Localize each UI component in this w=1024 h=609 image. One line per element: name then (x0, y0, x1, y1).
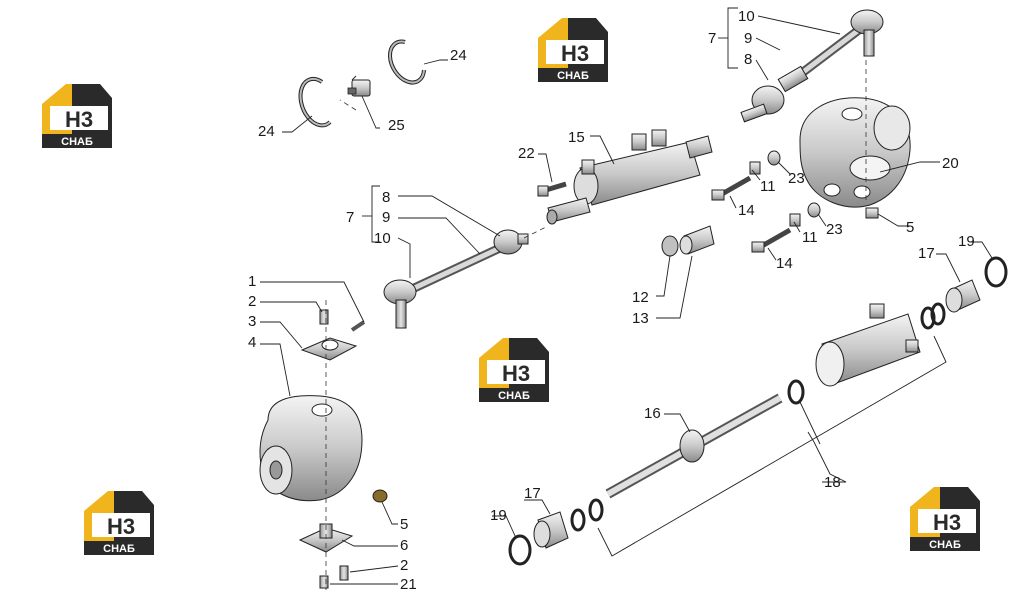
label-22: 22 (518, 145, 535, 162)
part-nut-11-lower (789, 213, 801, 227)
logo-top-left: H3 СНАБ (42, 84, 112, 148)
label-7-left: 7 (346, 209, 354, 226)
part-steering-knuckle-4 (259, 395, 363, 502)
centerline-fitting (339, 99, 357, 111)
logo-main-text: H3 (107, 514, 135, 539)
label-19-right: 19 (958, 233, 975, 250)
part-snap-ring-24-left (298, 76, 332, 128)
label-23-lower: 23 (826, 221, 843, 238)
label-5-upper: 5 (906, 219, 914, 236)
part-o-ring-19 (508, 256, 1008, 566)
logo-sub-text: СНАБ (103, 543, 135, 555)
label-6: 6 (400, 537, 408, 554)
part-nut-5-upper (865, 207, 879, 219)
leader-lines (260, 7, 993, 585)
label-1: 1 (248, 273, 256, 290)
part-bolt-14-upper (711, 175, 752, 201)
label-15: 15 (568, 129, 585, 146)
label-10-left: 10 (374, 230, 391, 247)
label-11-upper: 11 (760, 178, 776, 195)
part-piston-rod-16 (605, 393, 783, 499)
part-bolt-22 (537, 181, 567, 197)
label-8-top: 8 (744, 51, 752, 68)
label-10-top: 10 (738, 8, 755, 25)
logo-top-center: H3 СНАБ (538, 18, 608, 82)
logo-sub-text: СНАБ (557, 70, 589, 82)
label-18: 18 (824, 474, 841, 491)
label-24-right: 24 (450, 47, 467, 64)
label-17-right: 17 (918, 245, 935, 262)
logo-main-text: H3 (561, 41, 589, 66)
label-5-lower: 5 (400, 516, 408, 533)
label-21: 21 (400, 576, 417, 593)
logo-main-text: H3 (65, 107, 93, 132)
label-8-left: 8 (382, 189, 390, 206)
logo-bottom-right: H3 СНАБ (910, 487, 980, 551)
logo-sub-text: СНАБ (498, 390, 530, 402)
part-nut-11-upper (749, 161, 761, 175)
part-fitting-1 (350, 320, 366, 332)
label-25: 25 (388, 117, 405, 134)
part-screw-2-upper (319, 309, 329, 325)
logo-sub-text: СНАБ (61, 136, 93, 148)
label-13: 13 (632, 310, 649, 327)
part-screw-21 (319, 575, 329, 589)
part-bushing-12-13 (661, 225, 715, 257)
label-14-upper: 14 (738, 202, 755, 219)
label-19-left: 19 (490, 507, 507, 524)
part-tie-rod-left (383, 229, 529, 329)
label-4: 4 (248, 334, 256, 351)
label-3: 3 (248, 313, 256, 330)
label-9-left: 9 (382, 209, 390, 226)
part-nut-5-lower (372, 489, 388, 503)
label-2-lower: 2 (400, 557, 408, 574)
label-11-lower: 11 (802, 229, 818, 246)
part-bushing-17-left (533, 511, 569, 549)
logo-main-text: H3 (933, 510, 961, 535)
part-bolt-14-lower (751, 227, 792, 253)
label-12: 12 (632, 289, 649, 306)
callout-labels: 24 24 25 10 7 9 8 15 22 20 11 23 14 5 11… (248, 8, 975, 593)
label-17-left: 17 (524, 485, 541, 502)
part-snap-ring-24-right (388, 39, 426, 85)
logo-center: H3 СНАБ (479, 338, 549, 402)
part-washer-23-upper (767, 150, 781, 166)
label-16: 16 (644, 405, 661, 422)
label-2-upper: 2 (248, 293, 256, 310)
part-fitting-25 (347, 75, 371, 97)
part-bushing-17-right (945, 279, 981, 313)
part-knuckle-housing-20 (799, 97, 911, 208)
label-7-top: 7 (708, 30, 716, 47)
label-9-top: 9 (744, 30, 752, 47)
label-20: 20 (942, 155, 959, 172)
part-washer-23-lower (807, 202, 821, 218)
part-tie-rod-top (740, 9, 884, 123)
part-cap-3 (300, 337, 358, 361)
logo-main-text: H3 (502, 361, 530, 386)
label-24-left: 24 (258, 123, 275, 140)
logo-sub-text: СНАБ (929, 539, 961, 551)
centerline-rod (523, 225, 549, 239)
part-cap-6 (298, 523, 354, 553)
part-screw-2-lower (339, 565, 349, 581)
label-14-lower: 14 (776, 255, 793, 272)
logo-bottom-left: H3 СНАБ (84, 491, 154, 555)
part-seal-rings (570, 302, 946, 532)
part-cylinder-barrel-18 (815, 303, 921, 387)
label-23-upper: 23 (788, 170, 805, 187)
part-cylinder-15 (546, 129, 713, 225)
